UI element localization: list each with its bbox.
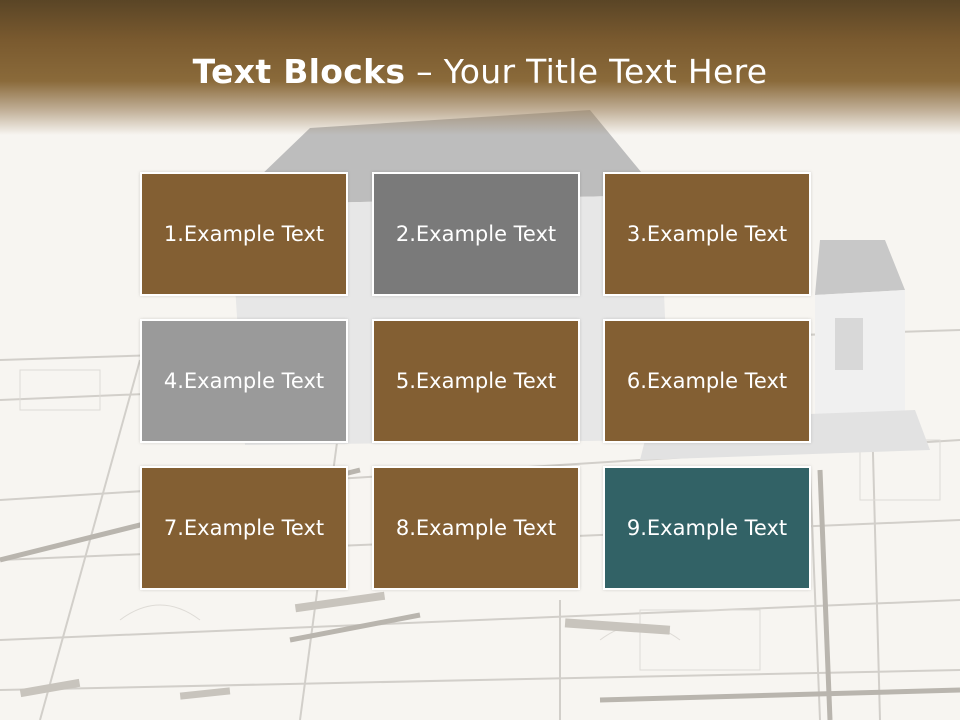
text-block-2[interactable]: 2.Example Text — [372, 172, 580, 296]
title-bold: Text Blocks — [192, 52, 406, 91]
text-block-label: 8.Example Text — [395, 516, 557, 540]
text-block-label: 7.Example Text — [163, 516, 325, 540]
text-block-4[interactable]: 4.Example Text — [140, 319, 348, 443]
title-separator: – — [405, 52, 444, 91]
text-block-7[interactable]: 7.Example Text — [140, 466, 348, 590]
text-block-6[interactable]: 6.Example Text — [603, 319, 811, 443]
text-block-label: 1.Example Text — [163, 222, 325, 246]
text-block-5[interactable]: 5.Example Text — [372, 319, 580, 443]
text-block-label: 2.Example Text — [395, 222, 557, 246]
title-rest: Your Title Text Here — [443, 52, 768, 91]
text-block-1[interactable]: 1.Example Text — [140, 172, 348, 296]
text-block-label: 6.Example Text — [626, 369, 788, 393]
text-block-label: 4.Example Text — [163, 369, 325, 393]
text-block-label: 9.Example Text — [626, 516, 788, 540]
page-title: Text Blocks – Your Title Text Here — [0, 52, 960, 91]
header-band — [0, 0, 960, 135]
text-block-3[interactable]: 3.Example Text — [603, 172, 811, 296]
text-block-8[interactable]: 8.Example Text — [372, 466, 580, 590]
text-block-label: 3.Example Text — [626, 222, 788, 246]
text-block-label: 5.Example Text — [395, 369, 557, 393]
text-block-9[interactable]: 9.Example Text — [603, 466, 811, 590]
